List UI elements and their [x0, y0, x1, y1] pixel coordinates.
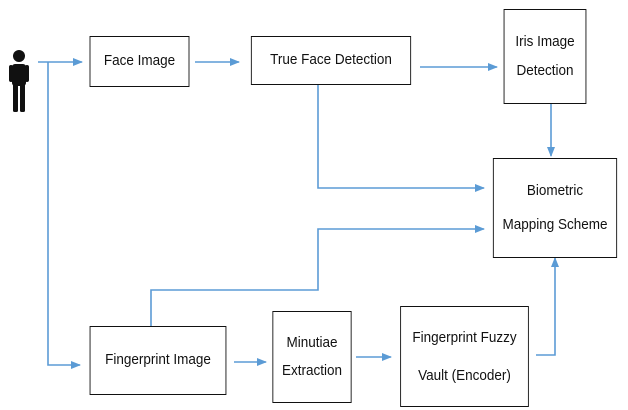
- fingerprint-fuzzy-vault-label-line-1: Fingerprint Fuzzy: [412, 329, 517, 346]
- biometric-mapping-scheme-label-line-1: Biometric: [526, 181, 584, 199]
- face-image-label-line-1: Face Image: [103, 52, 176, 70]
- biometric-mapping-scheme-label-line-2: Mapping Scheme: [502, 216, 608, 233]
- arrow-fingerprint-to-biometric: [150, 225, 485, 326]
- true-face-detection-node: True Face Detection: [250, 36, 412, 85]
- face-image-node: Face Image: [89, 36, 190, 87]
- minutiae-extraction-label-line-2: Extraction: [281, 362, 343, 379]
- minutiae-extraction-node: Minutiae Extraction: [272, 311, 352, 403]
- iris-image-detection-label-line-2: Detection: [516, 61, 574, 79]
- fingerprint-image-node: Fingerprint Image: [89, 326, 227, 395]
- arrow-fuzzy-vault-to-biometric: [536, 257, 559, 356]
- minutiae-extraction-label-line-1: Minutiae: [286, 333, 338, 351]
- true-face-detection-label-line-1: True Face Detection: [270, 51, 392, 69]
- iris-image-detection-label-line-1: Iris Image: [515, 33, 575, 50]
- iris-image-detection-node: Iris Image Detection: [503, 9, 587, 104]
- arrow-person-to-fingerprint-image: [47, 62, 81, 369]
- fingerprint-image-label-line-1: Fingerprint Image: [105, 351, 211, 369]
- fingerprint-fuzzy-vault-node: Fingerprint Fuzzy Vault (Encoder): [400, 306, 529, 407]
- biometric-mapping-scheme-node: Biometric Mapping Scheme: [492, 158, 618, 258]
- arrow-true-face-to-biometric: [317, 84, 485, 192]
- fingerprint-fuzzy-vault-label-line-2: Vault (Encoder): [418, 366, 511, 384]
- person-silhouette-icon: [9, 50, 29, 112]
